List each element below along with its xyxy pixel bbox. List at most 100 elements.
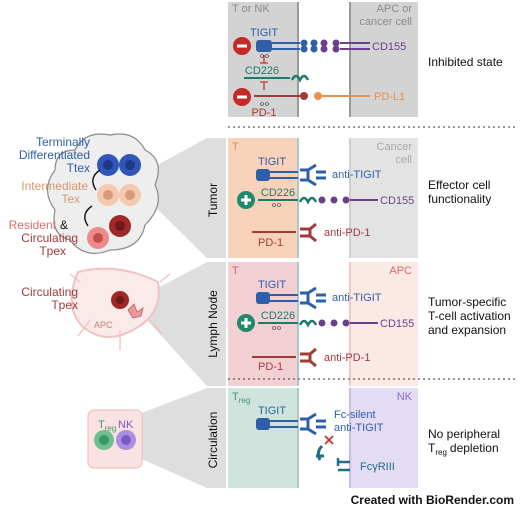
- cd155-ligand: [310, 39, 370, 53]
- tex-label-line2: Tex: [61, 192, 80, 206]
- fc-silent-label-line2: anti-TIGIT: [334, 422, 384, 434]
- t-label: T: [232, 141, 239, 153]
- panel-inhibited: T or NK APC or cancer cell TIGIT CD155: [228, 2, 503, 119]
- panel-circulation: Circulation Treg NK TIGIT Fc-silent anti…: [206, 388, 500, 488]
- differentiation-arrow-1: [92, 169, 101, 191]
- t-label: T: [232, 265, 239, 277]
- pd1-label: PD-1: [251, 107, 276, 119]
- treg-cell-label: Treg: [98, 419, 116, 433]
- tumor-outcome-line2: functionality: [428, 192, 491, 206]
- tumor-zoom-wedge: [148, 138, 207, 258]
- circ-outcome-line1: No peripheral: [428, 427, 500, 441]
- tigit-label: TIGIT: [258, 156, 286, 168]
- cd226-label: CD226: [261, 187, 295, 199]
- nk-region: [350, 388, 418, 488]
- minus-icon: [237, 44, 247, 48]
- fc-silent-antibody-icon: [300, 412, 326, 436]
- tpex-label-resident: Resident: [9, 218, 57, 232]
- nk-cell-label: NK: [118, 419, 134, 431]
- panel-lymph-node: Lymph Node T APC TIGIT anti-TIGIT CD226: [206, 262, 511, 386]
- differentiation-arrow-2: [84, 205, 93, 227]
- anti-tigit-label: anti-TIGIT: [332, 292, 382, 304]
- cd155-label: CD155: [380, 195, 414, 207]
- biorender-credit: Created with BioRender.com: [351, 493, 514, 507]
- lymph-outcome-line2: T-cell activation: [428, 309, 511, 323]
- tumor-section-bar: [207, 138, 226, 258]
- circ-tpex-label-line1: Circulating: [21, 285, 78, 299]
- pd1-label: PD-1: [258, 361, 283, 373]
- panel-tumor: Tumor T Cancer cell TIGIT anti-TIGIT CD2…: [206, 138, 491, 258]
- synapse-gap: [298, 2, 350, 117]
- cd226-domains-icon: [290, 74, 310, 83]
- lymph-outcome-line3: and expansion: [428, 323, 506, 337]
- tigit-receptor: [256, 169, 298, 181]
- cd226-label: CD226: [245, 65, 279, 77]
- tpex-label-amp: &: [60, 218, 68, 232]
- apc-cell-icon: [127, 303, 144, 319]
- circulation-section-bar: [207, 388, 226, 488]
- anti-tigit-antibody-icon: [300, 286, 326, 310]
- tex-label-line1: Intermediate: [21, 179, 88, 193]
- apc-region: [350, 2, 418, 117]
- cd155-label: CD155: [380, 318, 414, 330]
- apc-label: APC: [389, 265, 412, 277]
- nk-label: NK: [397, 391, 413, 403]
- ttex-label-line3: Ttex: [67, 161, 90, 175]
- circ-zoom-wedge: [110, 388, 207, 488]
- blood-vessel: [87, 409, 143, 469]
- cd155-ligand: [318, 319, 378, 327]
- anti-pd1-antibody-icon: [300, 347, 317, 368]
- tumor-cluster: [46, 133, 159, 254]
- fc-silent-label-line1: Fc-silent: [334, 409, 376, 421]
- anti-pd1-label: anti-PD-1: [324, 227, 370, 239]
- apc-label-line1: APC or: [377, 3, 413, 15]
- pd1-label: PD-1: [258, 237, 283, 249]
- fc-tail-icon: [316, 444, 324, 461]
- cancer-label-line1: Cancer: [377, 141, 413, 153]
- tpex-label-line2: Circulating: [21, 231, 78, 245]
- anti-tigit-antibody-icon: [300, 163, 326, 187]
- circulation-section-label: Circulation: [206, 412, 220, 469]
- ttex-label-line2: Differentiated: [19, 148, 90, 162]
- inhibited-state-label: Inhibited state: [428, 55, 503, 69]
- lymph-node: [69, 267, 171, 350]
- tumor-section-label: Tumor: [206, 183, 220, 217]
- lymph-section-label: Lymph Node: [206, 290, 220, 358]
- cd155-label: CD155: [372, 41, 406, 53]
- tpex-label-line3: Tpex: [39, 244, 66, 258]
- fcgr-receptor-icon: [336, 458, 350, 472]
- apc-label-line2: cancer cell: [359, 16, 412, 28]
- t-or-nk-label: T or NK: [232, 3, 270, 15]
- pdl1-label: PD-L1: [374, 91, 405, 103]
- anti-tigit-label: anti-TIGIT: [332, 169, 382, 181]
- lymph-section-bar: [207, 262, 226, 386]
- cancer-label-line2: cell: [395, 154, 412, 166]
- plus-icon-v: [244, 195, 248, 205]
- minus-icon-2: [237, 95, 247, 99]
- pdl1-ligand: [314, 92, 322, 100]
- no-binding-x-icon: [324, 435, 334, 445]
- tigit-receptor: [256, 39, 308, 53]
- itim-icon: [260, 54, 264, 58]
- anti-pd1-antibody-icon: [300, 222, 317, 243]
- apc-label: APC: [94, 320, 113, 330]
- ttex-label-line1: Terminally: [36, 135, 90, 149]
- cd226-label: CD226: [261, 310, 295, 322]
- tigit-label: TIGIT: [258, 279, 286, 291]
- tigit-receptor: [256, 292, 298, 304]
- circ-tpex-label-line2: Tpex: [51, 298, 78, 312]
- anti-pd1-label: anti-PD-1: [324, 352, 370, 364]
- cancer-region: [350, 138, 418, 258]
- cd155-ligand: [318, 196, 378, 204]
- tigit-receptor: [256, 418, 298, 430]
- treg-region: [228, 388, 298, 488]
- tigit-label: TIGIT: [250, 27, 278, 39]
- tumor-outcome-line1: Effector cell: [428, 178, 490, 192]
- plus-icon-v: [244, 318, 248, 328]
- lymph-outcome-line1: Tumor-specific: [428, 295, 506, 309]
- treg-label: Treg: [232, 391, 250, 405]
- fcgr-label: FcγRIII: [360, 461, 395, 473]
- tigit-label: TIGIT: [258, 405, 286, 417]
